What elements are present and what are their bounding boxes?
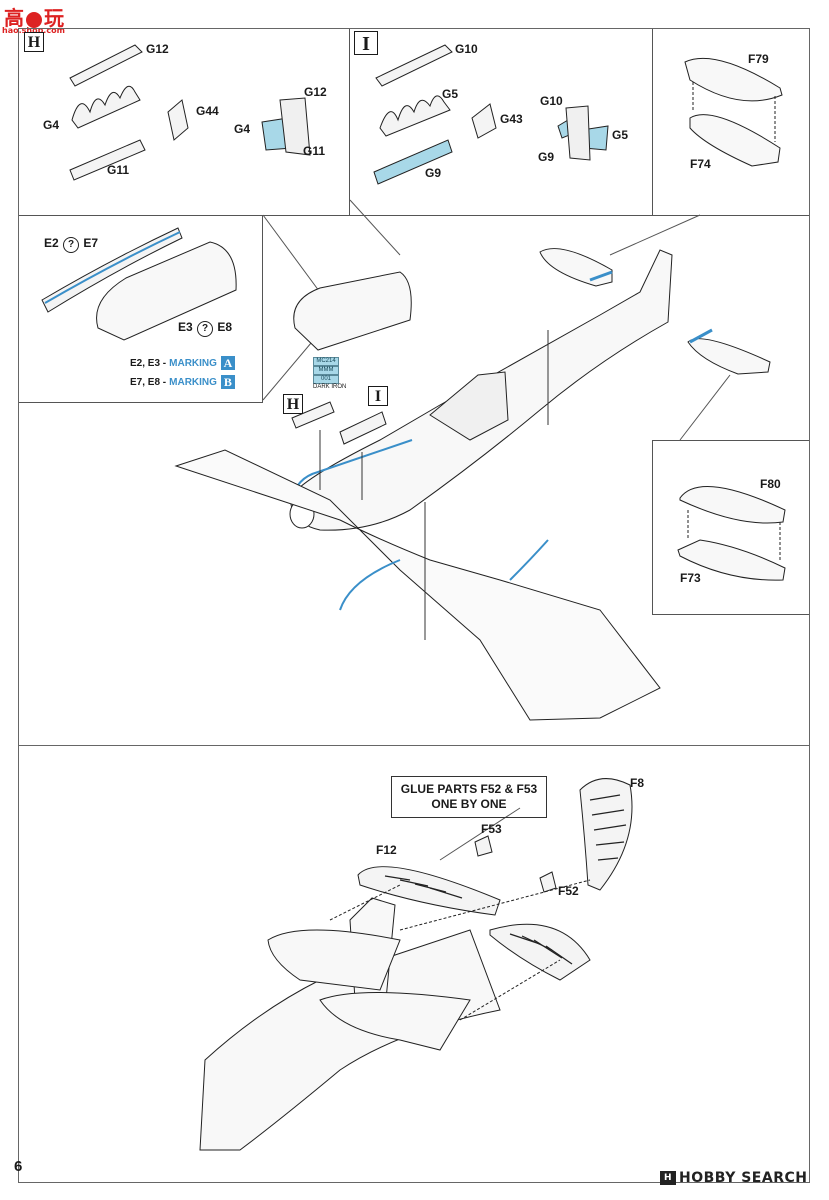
f53-part — [474, 835, 493, 857]
i-exhausts — [379, 95, 451, 137]
callout-line-cowl — [262, 214, 323, 296]
watermark-char-1: 高 — [4, 6, 24, 30]
paint-callout: MC214 MMM 001 DARK IRON — [313, 357, 346, 391]
f74-part — [689, 114, 781, 167]
glue-note-line1: GLUE PARTS F52 & F53 — [400, 782, 538, 796]
label-e8: E8 — [217, 320, 233, 334]
paint-mmm: MMM — [313, 366, 339, 375]
label-g5-right: G5 — [612, 128, 629, 142]
callout-line-tail — [609, 214, 701, 256]
watermark-char-2: 玩 — [44, 6, 64, 30]
label-f52: F52 — [558, 884, 579, 898]
label-g5: G5 — [442, 87, 459, 101]
h-g44 — [167, 99, 189, 141]
section-divider — [18, 745, 810, 746]
h-stack — [279, 97, 311, 156]
h-exhausts — [71, 85, 141, 129]
tail-plane-upper-blue — [589, 270, 613, 282]
label-g10-right: G10 — [540, 94, 563, 108]
step-h-badge: H — [24, 32, 44, 52]
f52-part — [539, 871, 557, 893]
page-number: 6 — [14, 1158, 23, 1175]
label-g9-bottom: G9 — [425, 166, 442, 180]
label-e2: E2 — [44, 236, 59, 250]
callout-line-tail-2 — [679, 374, 731, 441]
f73-part — [677, 539, 786, 581]
label-f80: F80 — [760, 477, 781, 491]
label-g9-right: G9 — [538, 150, 555, 164]
hobby-search-brand: HOBBY SEARCH — [679, 1170, 808, 1186]
label-f73: F73 — [680, 571, 701, 585]
glue-note: GLUE PARTS F52 & F53 ONE BY ONE — [391, 776, 547, 818]
label-f74: F74 — [690, 157, 711, 171]
step-i-badge: I — [354, 31, 378, 55]
label-g10: G10 — [455, 42, 478, 56]
label-g44: G44 — [196, 104, 219, 118]
marking-row-a: E2, E3 - MARKING A — [130, 355, 235, 371]
hobby-search-badge: H — [660, 1171, 676, 1185]
label-f79: F79 — [748, 52, 769, 66]
label-e2-e7: E2 ? E7 — [44, 236, 98, 253]
wing-blue-root — [509, 539, 549, 581]
label-g12: G12 — [146, 42, 169, 56]
label-e3-e8: E3 ? E8 — [178, 320, 232, 337]
i-bottom-blue — [373, 139, 453, 185]
watermark-ball — [26, 11, 42, 28]
f79-part — [684, 57, 783, 102]
tail-plane-upper — [539, 248, 613, 287]
sub-h-rail — [291, 401, 335, 429]
i-stack — [565, 105, 591, 161]
h-bottom-rail — [69, 139, 146, 181]
paint-num: 001 — [313, 375, 339, 384]
e3-part — [96, 241, 237, 341]
label-f8: F8 — [630, 776, 645, 790]
marking-table: E2, E3 - MARKING A E7, E8 - MARKING B — [130, 355, 235, 393]
either-icon: ? — [63, 237, 80, 253]
tail-plane-lower-blue — [689, 328, 713, 344]
watermark-logo: 高玩 — [4, 2, 64, 31]
sub-i-rail — [339, 411, 387, 445]
marking-row-b-parts: E7, E8 - — [130, 376, 167, 388]
page-border — [18, 28, 810, 1183]
label-g11-right: G11 — [303, 144, 326, 158]
label-g11-bottom: G11 — [107, 163, 130, 177]
label-g12-right: G12 — [304, 85, 327, 99]
label-f12: F12 — [376, 843, 397, 857]
label-f53: F53 — [481, 822, 502, 836]
watermark-url: hao.shop.com — [2, 26, 65, 35]
marking-row-a-word: MARKING — [169, 357, 217, 369]
paint-name: DARK IRON — [313, 384, 347, 390]
stabilizer-right — [319, 992, 471, 1051]
label-g43: G43 — [500, 112, 523, 126]
label-g4-left: G4 — [43, 118, 60, 132]
i-g43 — [471, 103, 497, 139]
wing-blue-root-2 — [339, 559, 401, 611]
glue-note-line2: ONE BY ONE — [431, 797, 507, 811]
cowl-main — [293, 271, 412, 351]
marking-row-b: E7, E8 - MARKING B — [130, 374, 235, 390]
label-g4-right: G4 — [234, 122, 251, 136]
marking-row-a-parts: E2, E3 - — [130, 357, 167, 369]
marking-badge-a: A — [220, 356, 235, 370]
sub-step-i-badge: I — [368, 386, 388, 406]
tail-plane-lower — [687, 338, 771, 375]
either-icon: ? — [197, 321, 214, 337]
e2-blue-edge — [44, 231, 181, 304]
i-top-rail — [375, 44, 453, 87]
sub-step-h-badge: H — [283, 394, 303, 414]
f8-rudder — [579, 778, 633, 891]
label-e7: E7 — [83, 236, 99, 250]
right-elevator — [489, 923, 591, 981]
f12-elevator — [357, 866, 501, 916]
stabilizer-left — [267, 929, 401, 991]
marking-row-b-word: MARKING — [169, 376, 217, 388]
label-e3: E3 — [178, 320, 193, 334]
paint-code: MC214 — [313, 357, 339, 366]
canopy — [429, 371, 509, 441]
h-top-rail — [69, 44, 143, 87]
f80-part — [679, 486, 786, 524]
marking-badge-b: B — [220, 375, 235, 389]
